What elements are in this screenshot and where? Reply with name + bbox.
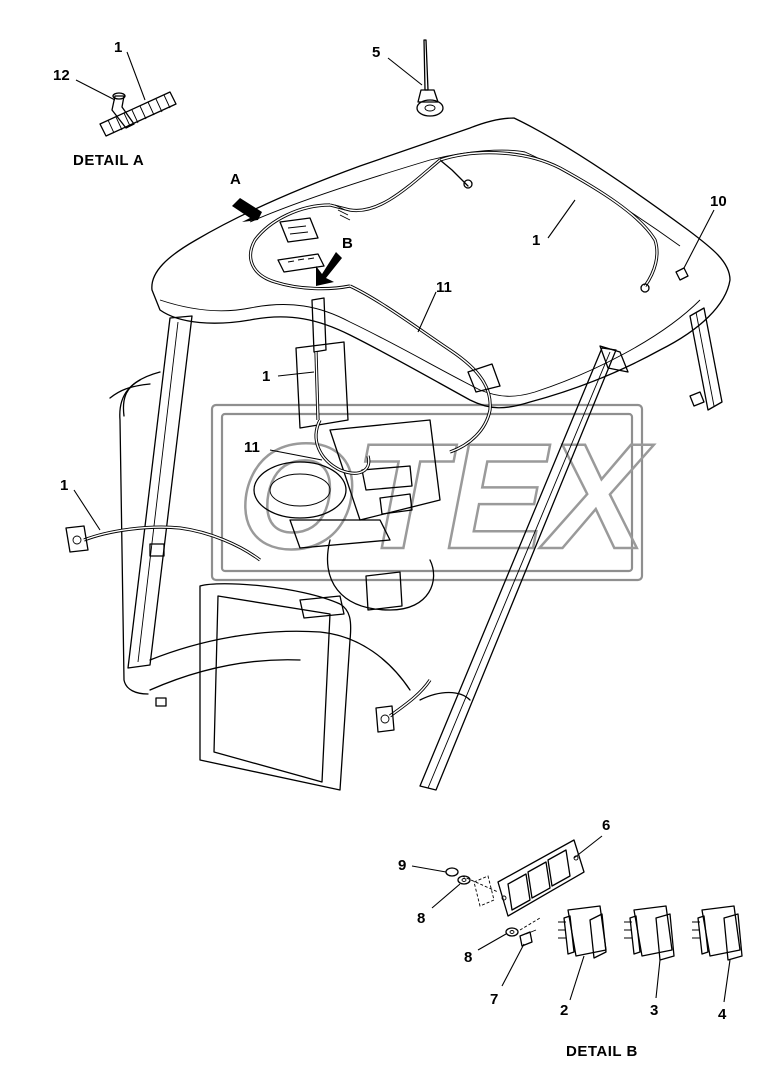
view-label-a: A (230, 171, 241, 188)
leader-1-left (73, 489, 101, 531)
leader-9 (411, 865, 447, 873)
callout-4: 4 (718, 1006, 727, 1023)
cab-roof (151, 117, 731, 454)
leader-12 (75, 79, 116, 101)
detail-a: 1 12 DETAIL A (53, 39, 177, 169)
leader-8-upper (431, 883, 461, 909)
leader-2 (569, 955, 585, 1001)
rocker-switch-4 (692, 905, 743, 961)
callout-2: 2 (560, 1002, 568, 1019)
view-arrow-a: A (230, 171, 266, 222)
detail-b: 6 9 8 8 7 2 3 4 DETAIL B (398, 817, 743, 1060)
conduit-detail-a (99, 91, 177, 137)
callout-1-detail-a: 1 (114, 39, 122, 56)
leader-6 (573, 835, 603, 859)
leader-1-detail-a (126, 51, 146, 101)
leader-1-roof (547, 199, 576, 239)
callout-8-upper: 8 (417, 910, 425, 927)
leader-11-roof (417, 291, 437, 333)
washer-8-lower (505, 927, 519, 937)
view-arrow-b: B (316, 235, 353, 286)
callout-8-lower: 8 (464, 949, 472, 966)
antenna (416, 39, 444, 117)
leader-5 (387, 57, 423, 86)
watermark-frame-outer (210, 403, 644, 582)
left-side-harness (65, 525, 261, 562)
leader-3 (655, 959, 661, 999)
watermark-text: OTEX (238, 412, 654, 580)
steering-console (253, 351, 441, 619)
watermark-frame-inner (220, 412, 634, 573)
callout-6: 6 (602, 817, 610, 834)
watermark: OTEX (210, 403, 656, 582)
callout-12: 12 (53, 67, 70, 84)
callout-5: 5 (372, 44, 380, 61)
screw-7 (519, 929, 537, 947)
leader-1-pillar (277, 371, 315, 377)
cab-frame (109, 297, 723, 791)
view-label-b: B (342, 235, 353, 252)
callout-10: 10 (710, 193, 727, 210)
cable-tie-clip (111, 92, 135, 129)
detail-b-caption: DETAIL B (566, 1043, 638, 1060)
callout-3: 3 (650, 1002, 658, 1019)
callout-9: 9 (398, 857, 406, 874)
callout-1-left: 1 (60, 477, 68, 494)
detail-a-caption: DETAIL A (73, 152, 144, 169)
callout-7: 7 (490, 991, 498, 1008)
callout-11-roof: 11 (436, 279, 452, 296)
leader-4 (723, 959, 731, 1003)
callout-1-roof: 1 (532, 232, 540, 249)
callout-11-console: 11 (244, 439, 260, 456)
rocker-switch-3 (624, 905, 675, 961)
leader-10 (683, 209, 715, 269)
switch-mounting-plate (497, 839, 585, 917)
lower-right-harness (375, 679, 432, 733)
roof-harness (439, 151, 659, 287)
washer-8-upper (457, 875, 471, 885)
leader-7 (501, 943, 525, 987)
callout-1-pillar: 1 (262, 368, 270, 385)
leader-8-lower (477, 933, 507, 951)
rocker-switch-2 (558, 905, 607, 959)
roof-outline (151, 117, 731, 409)
leader-11-console (269, 449, 323, 461)
nut-9 (445, 867, 459, 877)
